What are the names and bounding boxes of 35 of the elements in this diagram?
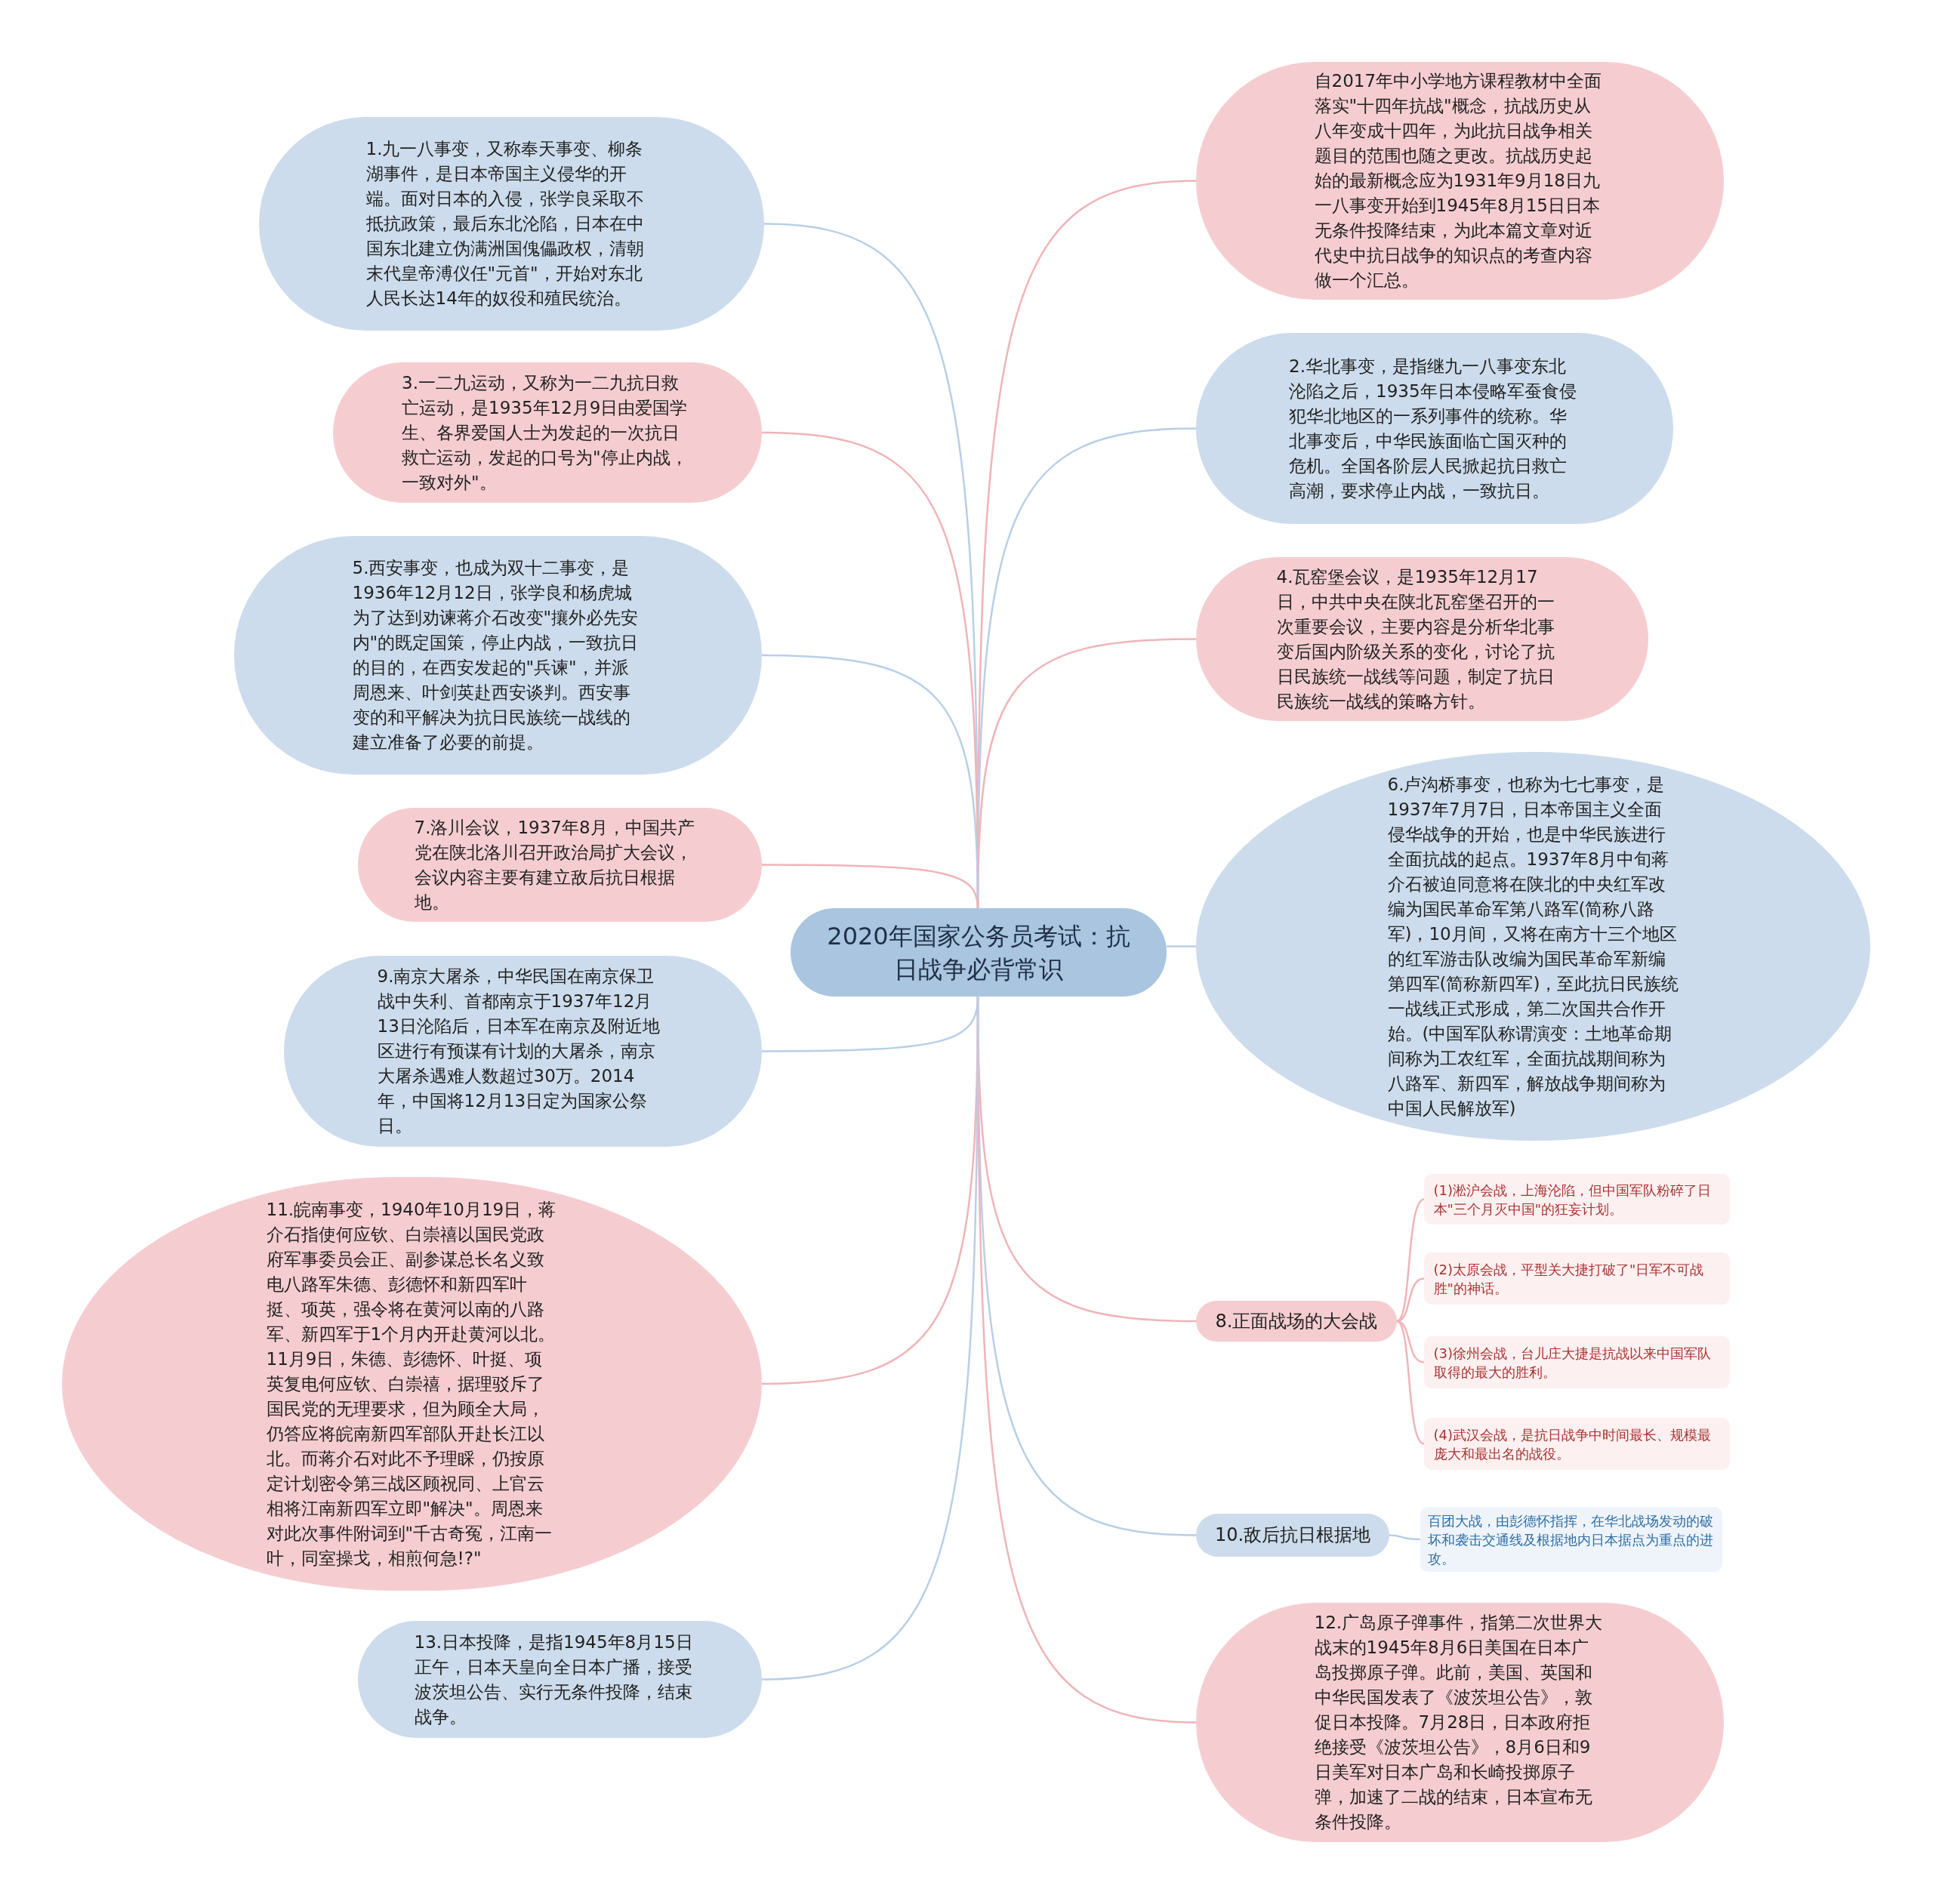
- topic-text: 8.正面战场的大会战: [1214, 1309, 1379, 1333]
- connector-line: [1396, 1198, 1425, 1322]
- note-box: [1424, 1418, 1730, 1470]
- connector-line: [1389, 1534, 1421, 1541]
- topic-text: 9.南京大屠杀，中华民国在南京保卫战中失利、首都南京于1937年12月13日沦陷后，日本军在南京及附近地区进行有预谋有计划的大屠杀，南京大屠杀遇难人数超过30万。2014年，中国将12月13日定为国家公祭日。: [377, 966, 661, 1137]
- topic-text: 5.西安事变，也成为双十二事变，是1936年12月12日，张学良和杨虎城为了达到劝谏蒋介石改变"攘外必先安内"的既定国策，停止内战，一致抗日的目的，在西安发起的"兵谏"，并派周恩来、叶剑英赴西安谈判。西安事变的和平解决为抗日民族统一战线的建立准备了必要的前提。: [352, 557, 640, 753]
- topic-text: 1.九一八事变，又称奉天事变、柳条湖事件，是日本帝国主义侵华的开端。面对日本的入侵，张学良采取不抵抗政策，最后东北沦陷，日本在中国东北建立伪满洲国傀儡政权，清朝末代皇帝溥仪任"元首"，开始对东北人民长达14年的奴役和殖民统治。: [365, 138, 645, 310]
- note-text: 百团大战，由彭德怀指挥，在华北战场发动的破坏和袭击交通线及根据地内日本据点为重点的进攻。: [1428, 1511, 1714, 1568]
- connector-line: [1167, 945, 1196, 947]
- topic-text: 11.皖南事变，1940年10月19日，蒋介石指使何应钦、白崇禧以国民党政府军事委员会正、副参谋总长名义致电八路军朱德、彭德怀和新四军叶挺、项英，强令将在黄河以南的八路军、新四军于1个月内开赴黄河以北。11月9日，朱德、彭德怀、叶挺、项英复电何应钦、白崇禧，据理驳斥了国民党的无理要求，但为顾全大局，仍答应将皖南新四军部队开赴长江以北。而蒋介石对此不予理睬，仍按原定计划密令第三战区顾祝同、上官云相将江南新四军立即"解决"。周恩来对此次事件附词到"千古奇冤，江南一叶，同室操戈，相煎何急!?": [266, 1198, 557, 1570]
- connector-line: [1396, 1320, 1425, 1445]
- topic-text: 2020年国家公务员考试：抗日战争必背常识: [826, 920, 1131, 985]
- topic-text: 6.卢沟桥事变，也称为七七事变，是1937年7月7日，日本帝国主义全面侵华战争的开始，也是中华民族进行全面抗战的起点。1937年8月中旬蒋介石被迫同意将在陕北的中央红军改编为国民革命军第八路军(简称八路军)，10月间，又将在南方十三个地区的红军游击队改编为国民革命军新编第四军(简称新四军)，至此抗日民族统一战线正式形成，第二次国共合作开始。(中国军队称谓演变：土地革命期间称为工农红军，全面抗战期间称为八路军、新四军，解放战争期间称为中国人民解放军): [1387, 773, 1679, 1120]
- topic-text: 2.华北事变，是指继九一八事变东北沦陷之后，1935年日本侵略军蚕食侵犯华北地区的一系列事件的统称。华北事变后，中华民族面临亡国灭种的危机。全国各阶层人民掀起抗日救亡高潮，要求停止内战，一致抗日。: [1289, 355, 1577, 502]
- note-box: [1420, 1507, 1722, 1572]
- topic-text: 7.洛川会议，1937年8月，中国共产党在陕北洛川召开政治局扩大会议，会议内容主要有建立敌后抗日根据地。: [414, 816, 695, 913]
- subtopic-pill: [1196, 1514, 1389, 1557]
- connector-line: [1396, 1320, 1425, 1363]
- note-box: [1424, 1174, 1730, 1225]
- connector-line: [762, 864, 979, 909]
- note-box: [1424, 1252, 1730, 1305]
- note-text: (4)武汉会战，是抗日战争中时间最长、规模最庞大和最出名的战役。: [1433, 1425, 1712, 1463]
- connector-line: [1396, 1277, 1425, 1323]
- topic-text: 3.一二九运动，又称为一二九抗日救亡运动，是1935年12月9日由爱国学生、各界爱国人士为发起的一次抗日救亡运动，发起的口号为"停止内战，一致对外"。: [402, 371, 689, 494]
- topic-text: 自2017年中小学地方课程教材中全面落实"十四年抗战"概念，抗战历史从八年变成十四年，为此抗日战争相关题目的范围也随之更改。抗战历史起始的最新概念应为1931年9月18日九一八事变开始到1945年8月15日日本无条件投降结束，为此本篇文章对近代史中抗日战争的知识点的考查内容做一个汇总。: [1314, 70, 1603, 291]
- subtopic-pill: [1196, 1301, 1397, 1342]
- topic-text: 10.敌后抗日根据地: [1213, 1524, 1372, 1547]
- topic-text: 4.瓦窑堡会议，是1935年12月17日，中共中央在陕北瓦窑堡召开的一次重要会议，主要内容是分析华北事变后国内阶级关系的变化，讨论了抗日民族统一战线等问题，制定了抗日民族统一战线的策略方针。: [1276, 565, 1555, 713]
- note-text: (1)淞沪会战，上海沦陷，但中国军队粉碎了日本"三个月灭中国"的狂妄计划。: [1433, 1181, 1712, 1218]
- note-text: (3)徐州会战，台儿庄大捷是抗战以来中国军队取得的最大的胜利。: [1433, 1344, 1712, 1382]
- connector-line: [761, 997, 979, 1681]
- note-box: [1424, 1336, 1730, 1388]
- topic-text: 12.广岛原子弹事件，指第二次世界大战末的1945年8月6日美国在日本广岛投掷原子弹。此前，美国、英国和中华民国发表了《波茨坦公告》，敦促日本投降。7月28日，日本政府拒绝接受《波茨坦公告》，8月6日和9日美军对日本广岛和长崎投掷原子弹，加速了二战的结束，日本宣布无条件投降。: [1314, 1612, 1604, 1833]
- topic-text: 13.日本投降，是指1945年8月15日正午，日本天皇向全日本广播，接受波茨坦公告、实行无条件投降，结束战争。: [414, 1631, 694, 1728]
- note-text: (2)太原会战，平型关大捷打破了"日军不可战胜"的神话。: [1433, 1260, 1705, 1298]
